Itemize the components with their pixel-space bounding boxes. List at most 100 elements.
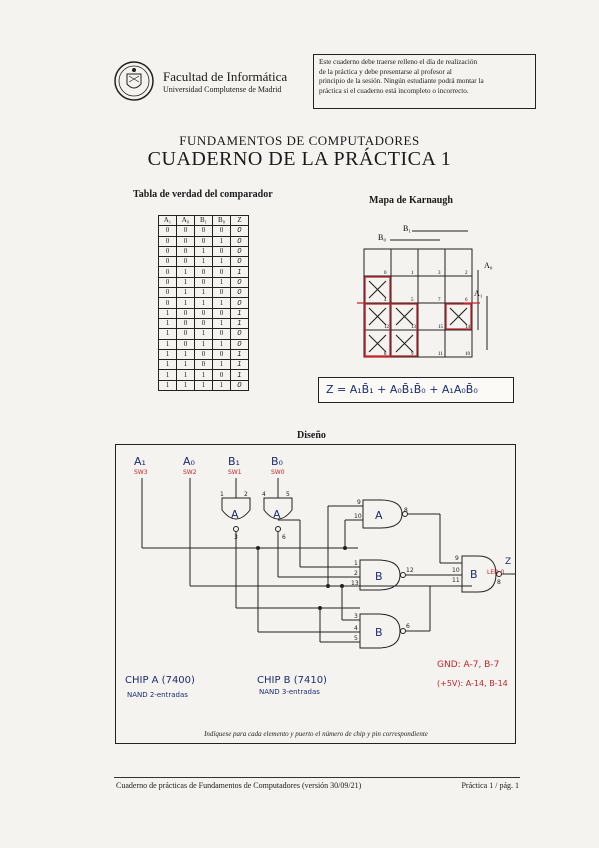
karnaugh-cell-index: 1 bbox=[411, 271, 414, 276]
pin-label: 9 bbox=[455, 555, 459, 562]
karnaugh-cell-index: 5 bbox=[411, 298, 414, 303]
input-a0-switch: SW2 bbox=[183, 469, 197, 476]
nand-gate-b2 bbox=[359, 613, 401, 649]
karnaugh-cell-index: 6 bbox=[465, 298, 468, 303]
karnaugh-cell-index: 8 bbox=[384, 352, 387, 357]
karnaugh-equation-box: Z = A₁B̄₁ + A₀B̄₁B̄₀ + A₁A₀B̄₀ bbox=[318, 377, 514, 403]
notice-line: Este cuaderno debe traerse relleno el dí… bbox=[319, 58, 478, 66]
input-b1-label: B₁ bbox=[228, 455, 240, 468]
notice-line: práctica si el cuaderno está incompleto … bbox=[319, 86, 469, 95]
pin-label: 10 bbox=[354, 513, 362, 520]
gnd-note: GND: A-7, B-7 bbox=[437, 660, 499, 670]
university-name: Universidad Complutense de Madrid bbox=[163, 85, 282, 94]
nand-gate-a3 bbox=[362, 499, 403, 529]
karnaugh-cell-index: 12 bbox=[384, 325, 390, 330]
gate-label: A bbox=[231, 508, 239, 521]
gate-label: B bbox=[375, 570, 383, 583]
chip-b-desc: NAND 3-entradas bbox=[259, 688, 320, 696]
university-seal-icon bbox=[114, 61, 154, 101]
karnaugh-mark bbox=[368, 334, 387, 353]
karnaugh-var-b1: B₁ bbox=[403, 224, 411, 233]
karnaugh-heading: Mapa de Karnaugh bbox=[369, 195, 453, 206]
pin-label: 9 bbox=[357, 499, 361, 506]
input-b0-label: B₀ bbox=[271, 455, 284, 468]
pin-label: 1 bbox=[354, 560, 358, 567]
pin-label: 11 bbox=[452, 577, 460, 584]
input-a0-label: A₀ bbox=[183, 455, 196, 468]
karnaugh-cell-index: 10 bbox=[465, 352, 471, 357]
karnaugh-var-a1: A₁ bbox=[474, 289, 483, 298]
notice-line: principio de la sesión. Ningún estudiant… bbox=[319, 77, 484, 86]
karnaugh-mark bbox=[368, 280, 387, 299]
karnaugh-cell-index: 15 bbox=[438, 325, 444, 330]
pin-label: 3 bbox=[354, 613, 358, 620]
input-b1-switch: SW1 bbox=[228, 469, 242, 476]
pin-label: 6 bbox=[406, 623, 410, 630]
notice-box: Este cuaderno debe traerse relleno el dí… bbox=[313, 54, 536, 109]
pin-label: 8 bbox=[404, 507, 408, 514]
chip-b-label: CHIP B (7410) bbox=[257, 675, 327, 686]
nand-gate-b1 bbox=[359, 559, 401, 591]
pin-label: 10 bbox=[452, 567, 460, 574]
input-a1-label: A₁ bbox=[134, 455, 146, 468]
chip-a-label: CHIP A (7400) bbox=[125, 675, 195, 686]
pin-label: 13 bbox=[351, 580, 359, 587]
karnaugh-var-a0: A₀ bbox=[484, 261, 493, 270]
karnaugh-cell-index: 9 bbox=[411, 352, 414, 357]
notice-line: de la práctica y debe presentarse al pro… bbox=[319, 67, 452, 76]
pin-label: 3 bbox=[234, 534, 238, 541]
karnaugh-cell-index: 14 bbox=[465, 325, 471, 330]
vcc-note: (+5V): A-14, B-14 bbox=[437, 679, 508, 688]
karnaugh-cell-index: 11 bbox=[438, 352, 443, 357]
pin-label: 2 bbox=[244, 491, 248, 498]
gate-label: B bbox=[375, 626, 383, 639]
output-led-label: LED 0 bbox=[487, 569, 505, 576]
gate-label: A bbox=[375, 509, 383, 522]
karnaugh-mark bbox=[449, 307, 468, 326]
pin-label: 12 bbox=[406, 567, 414, 574]
faculty-name: Facultad de Informática bbox=[163, 69, 288, 84]
karnaugh-var-b0: B₀ bbox=[378, 233, 386, 242]
design-frame bbox=[115, 444, 516, 744]
pin-label: 8 bbox=[497, 579, 501, 586]
karnaugh-cell-index: 4 bbox=[384, 298, 387, 303]
footer-left: Cuaderno de prácticas de Fundamentos de … bbox=[116, 781, 362, 790]
pin-label: 1 bbox=[220, 491, 224, 498]
nand-gate-a1 bbox=[221, 497, 251, 520]
pin-label: 4 bbox=[262, 491, 266, 498]
output-z-label: Z bbox=[505, 557, 511, 567]
input-b0-switch: SW0 bbox=[271, 469, 285, 476]
nand-gate-output bbox=[461, 555, 497, 593]
pin-label: 6 bbox=[282, 534, 286, 541]
pin-label: 5 bbox=[354, 635, 358, 642]
chip-a-desc: NAND 2-entradas bbox=[127, 691, 188, 699]
simplified-equation: Z = A₁B̄₁ + A₀B̄₁B̄₀ + A₁A₀B̄₀ bbox=[326, 383, 478, 396]
nand-gate-a2 bbox=[263, 497, 293, 520]
pin-label: 4 bbox=[354, 625, 358, 632]
pin-label: 5 bbox=[286, 491, 290, 498]
karnaugh-cell-index: 13 bbox=[411, 325, 417, 330]
course-name: FUNDAMENTOS DE COMPUTADORES bbox=[179, 133, 420, 148]
karnaugh-mark bbox=[395, 334, 414, 353]
karnaugh-cell-index: 0 bbox=[384, 271, 387, 276]
karnaugh-cell-index: 3 bbox=[438, 271, 441, 276]
truth-table-heading: Tabla de verdad del comparador bbox=[133, 189, 273, 200]
karnaugh-cell-index: 7 bbox=[438, 298, 441, 303]
karnaugh-cell-index: 2 bbox=[465, 271, 468, 276]
karnaugh-mark bbox=[368, 307, 387, 326]
table-cell: 0 bbox=[230, 379, 249, 392]
karnaugh-mark bbox=[395, 307, 414, 326]
input-a1-switch: SW3 bbox=[134, 469, 148, 476]
gate-label: B bbox=[470, 568, 478, 581]
design-heading: Diseño bbox=[297, 430, 326, 441]
gate-label: A bbox=[273, 508, 281, 521]
pin-label: 2 bbox=[354, 570, 358, 577]
